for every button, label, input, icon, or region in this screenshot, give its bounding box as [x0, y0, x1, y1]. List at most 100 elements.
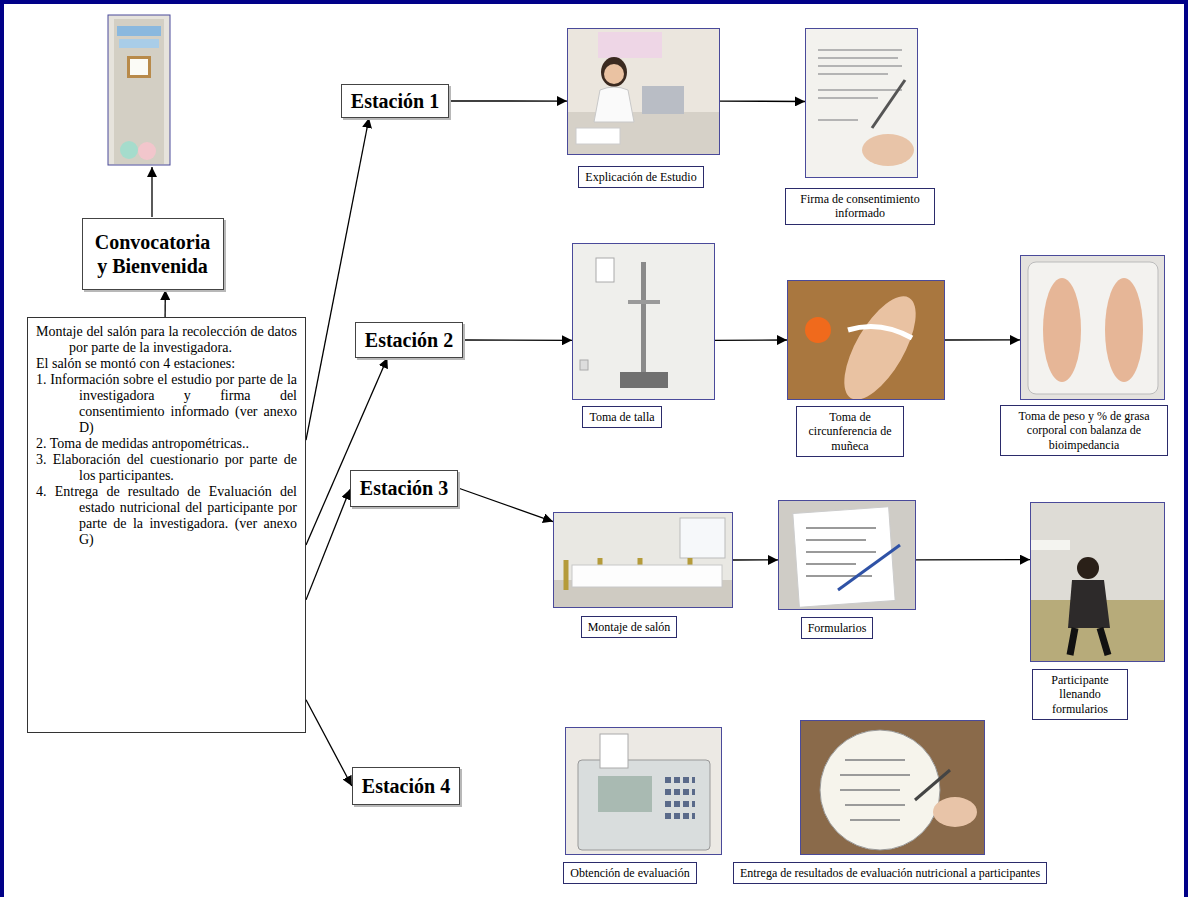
pen [838, 545, 900, 590]
photo-caption: Participante llenando formularios [1032, 669, 1128, 720]
flow-arrow [720, 100, 805, 102]
photo-frame: Explicación de Estudio [567, 28, 720, 155]
calendar [598, 32, 662, 58]
flow-arrow [733, 559, 778, 560]
balloon [120, 141, 138, 159]
photo-caption: Firma de consentimiento informado [785, 188, 935, 225]
card-lines [840, 760, 910, 820]
body [1068, 580, 1110, 628]
scale-photo [1020, 255, 1165, 400]
station-box: Estación 2 [355, 322, 463, 358]
document-lines [818, 50, 902, 120]
page-frame [0, 0, 4, 897]
flow-arrow [306, 358, 387, 545]
explanation-photo [567, 28, 720, 155]
analyzer [578, 760, 710, 850]
note-text: 1. Información sobre el estudio por part… [36, 372, 297, 436]
photo-caption: Obtención de evaluación [563, 862, 696, 884]
photo-frame: Entrega de resultados de evaluación nutr… [800, 720, 985, 855]
results-photo [800, 720, 985, 855]
photo-caption: Explicación de Estudio [578, 166, 703, 188]
flow-arrow [306, 700, 352, 786]
photo-caption: Toma de talla [582, 406, 661, 428]
wall-socket [580, 360, 588, 370]
station-box: Estación 4 [352, 767, 460, 805]
photo-frame: Montaje de salón [553, 512, 733, 608]
analyzer-photo [565, 727, 722, 855]
room-photo [553, 512, 733, 608]
balloon [138, 142, 156, 160]
photo-frame: Toma de peso y % de grasa corporal con b… [1020, 255, 1165, 400]
flow-arrow [945, 339, 1020, 340]
flow-arrow [449, 100, 567, 101]
hand [933, 797, 977, 827]
photo-frame: Firma de consentimiento informado [805, 28, 918, 178]
setup-notes-box: Montaje del salón para la recolección de… [27, 317, 306, 733]
participant-photo [1030, 502, 1165, 662]
photo-frame: Formularios [778, 500, 916, 610]
head [1077, 557, 1099, 579]
photo-ground [565, 727, 722, 855]
photo-ground [1020, 255, 1165, 400]
hand [862, 134, 914, 166]
photo-ground [572, 243, 715, 400]
note-text: 3. Elaboración del cuestionario por part… [36, 452, 297, 484]
photo-ground [1030, 502, 1165, 662]
foot [1105, 278, 1143, 382]
station-box: Estación 3 [350, 470, 458, 507]
flow-arrow [458, 488, 553, 522]
table [572, 565, 722, 587]
flow-arrow [306, 118, 369, 440]
note-text: 2. Toma de medidas antropométricas.. [36, 436, 297, 452]
papers [576, 128, 620, 144]
box-label: Convocatoria y Bienvenida [92, 230, 214, 278]
bioimpedance-scale [1028, 262, 1158, 394]
legs [1070, 628, 1108, 655]
pen [872, 80, 905, 128]
box-label: Estación 3 [360, 476, 448, 500]
photo-caption: Entrega de resultados de evaluación nutr… [733, 862, 1047, 884]
flow-arrow [463, 339, 572, 341]
flow-arrow [306, 489, 350, 599]
printout [600, 734, 628, 768]
page-frame [0, 0, 1188, 4]
window [680, 518, 725, 558]
flow-arrow [916, 559, 1030, 561]
scale-base [620, 372, 668, 388]
screen [598, 776, 652, 812]
box-label: Estación 4 [362, 774, 450, 798]
photo-ground [553, 512, 733, 608]
photo-frame: Toma de talla [572, 243, 715, 400]
foot [1043, 278, 1081, 382]
result-card [820, 730, 940, 850]
photo-ground [567, 28, 720, 155]
signing-photo [805, 28, 918, 178]
desk [567, 112, 720, 155]
flow-arrow [151, 167, 152, 217]
photo-frame: Participante llenando formularios [1030, 502, 1165, 662]
photo-frame: Obtención de evaluación [565, 727, 722, 855]
flow-arrow [164, 290, 165, 317]
photo-frame: Toma de circunferencia de muñeca [787, 280, 945, 400]
page-frame [1184, 0, 1188, 897]
box-label: Estación 2 [365, 328, 453, 352]
photo-ground [778, 500, 916, 610]
wrist [830, 286, 930, 410]
photo-caption: Toma de circunferencia de muñeca [796, 406, 904, 457]
form-sheet [793, 507, 895, 607]
pen [915, 770, 950, 800]
door-photo [108, 15, 170, 165]
note-text: El salón se montó con 4 estaciones: [36, 356, 297, 372]
notice-board [127, 56, 151, 78]
photo-caption: Toma de peso y % de grasa corporal con b… [1000, 405, 1168, 456]
door [114, 19, 164, 164]
head-bar [628, 300, 660, 304]
flow-arrow [715, 339, 787, 341]
door-sign [119, 39, 159, 48]
keypad [665, 780, 695, 816]
wrist-photo [787, 280, 945, 410]
hair [601, 57, 627, 87]
photo-ground [805, 28, 918, 178]
